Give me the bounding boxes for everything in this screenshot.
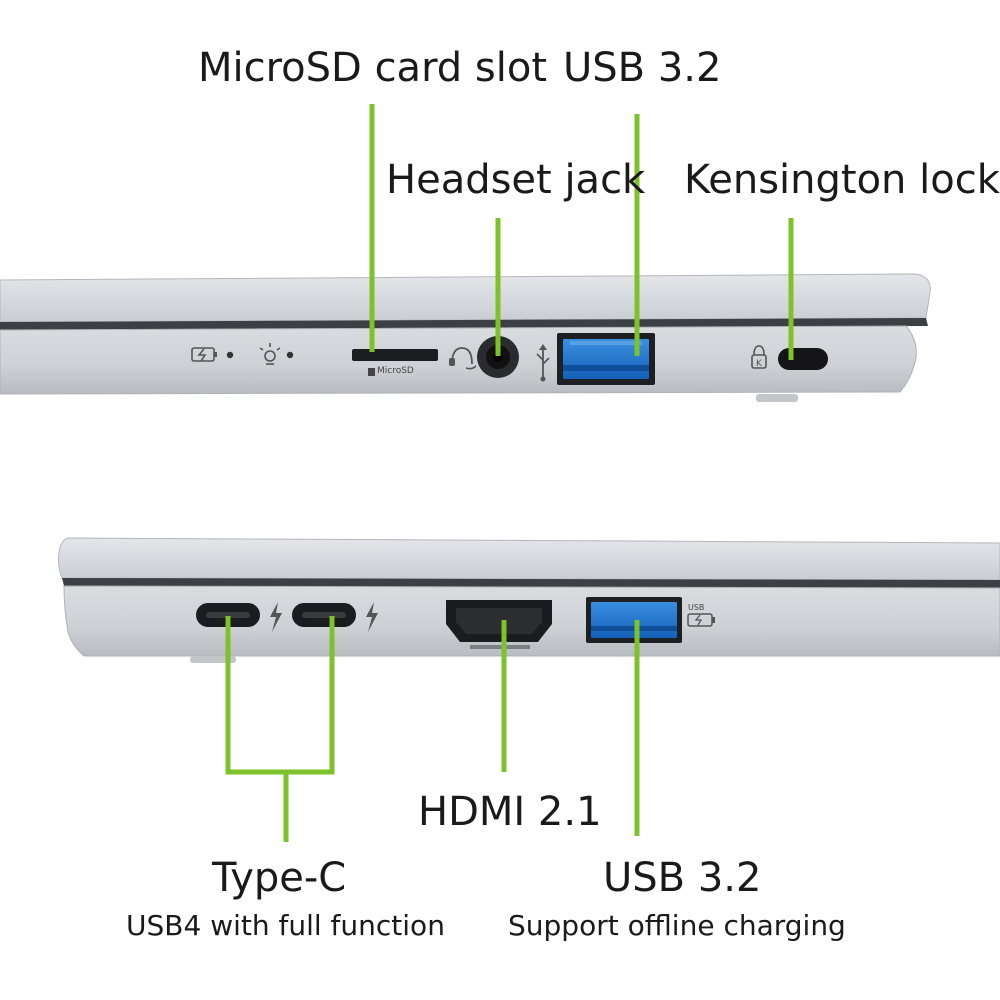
usb-symbol-icon (536, 344, 550, 382)
lid-left (57, 537, 1000, 581)
usb-charge-icon (687, 613, 715, 627)
headset-icon (449, 347, 477, 370)
label-kensington: Kensington lock (684, 157, 1000, 203)
label-typec-sub: USB4 with full function (126, 909, 445, 942)
thunderbolt-icon (366, 602, 378, 632)
base-right (0, 325, 917, 395)
usb-port-top (557, 333, 655, 385)
label-usb-top: USB 3.2 (563, 45, 722, 91)
thunderbolt-icon (270, 602, 282, 632)
kensington-icon: K (751, 345, 767, 369)
label-usb-bottom-sub: Support offline charging (508, 909, 846, 942)
kensington-slot (778, 348, 828, 370)
microsd-marking: MicroSD (377, 366, 414, 376)
label-typec: Type-C (212, 855, 347, 901)
usb-charge-marking: USB (688, 603, 705, 612)
usb-port-bottom (586, 597, 682, 643)
hdmi-port (446, 600, 552, 649)
typec-port-1 (196, 603, 260, 627)
callout-typec (225, 616, 335, 842)
svg-text:K: K (756, 359, 763, 369)
power-light-icon (259, 343, 294, 365)
typec-port-2 (292, 603, 356, 627)
battery-charge-icon (191, 347, 234, 362)
lid-right (0, 273, 931, 323)
label-microsd: MicroSD card slot (198, 45, 548, 91)
label-headset: Headset jack (386, 157, 646, 203)
foot-right (756, 394, 798, 402)
label-usb-bottom: USB 3.2 (603, 855, 762, 901)
callout-lines (225, 104, 794, 842)
microsd-slot (352, 349, 438, 361)
laptop-right-side (0, 273, 931, 402)
label-hdmi: HDMI 2.1 (418, 789, 602, 835)
seam-left (62, 578, 1000, 588)
foot-left (190, 656, 236, 663)
